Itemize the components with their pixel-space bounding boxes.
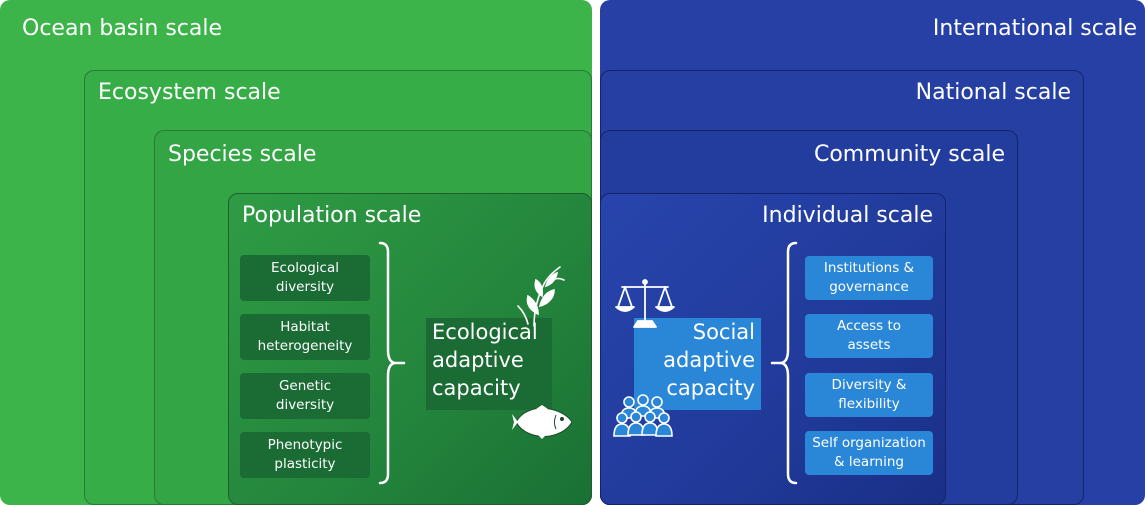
factor-box: Phenotypic plasticity: [240, 432, 370, 478]
seaweed-icon: [517, 266, 565, 327]
factor-box: Diversity & flexibility: [805, 373, 933, 417]
left-brace-icon: [770, 241, 798, 485]
factor-box: Habitat heterogeneity: [240, 314, 370, 360]
international-scale-label: International scale: [932, 16, 1137, 41]
factor-box: Genetic diversity: [240, 373, 370, 419]
individual-scale-label: Individual scale: [762, 203, 933, 228]
factor-box: Ecological diversity: [240, 255, 370, 301]
social-adaptive-capacity: Social adaptive capacity: [634, 318, 761, 410]
scales-of-justice-icon: [615, 279, 675, 328]
ecosystem-scale-label: Ecosystem scale: [98, 80, 281, 105]
population-scale-label: Population scale: [242, 203, 422, 228]
factor-box: Institutions & governance: [805, 256, 933, 300]
people-group-icon: [613, 394, 673, 437]
ocean-basin-scale-label: Ocean basin scale: [22, 16, 223, 41]
fish-icon: [512, 405, 573, 439]
factor-box: Self organization & learning: [805, 431, 933, 475]
species-scale-label: Species scale: [168, 142, 317, 167]
ecological-adaptive-capacity: Ecological adaptive capacity: [426, 318, 552, 410]
national-scale-label: National scale: [915, 80, 1071, 105]
community-scale-label: Community scale: [813, 142, 1005, 167]
factor-box: Access to assets: [805, 314, 933, 358]
right-brace-icon: [378, 241, 406, 485]
